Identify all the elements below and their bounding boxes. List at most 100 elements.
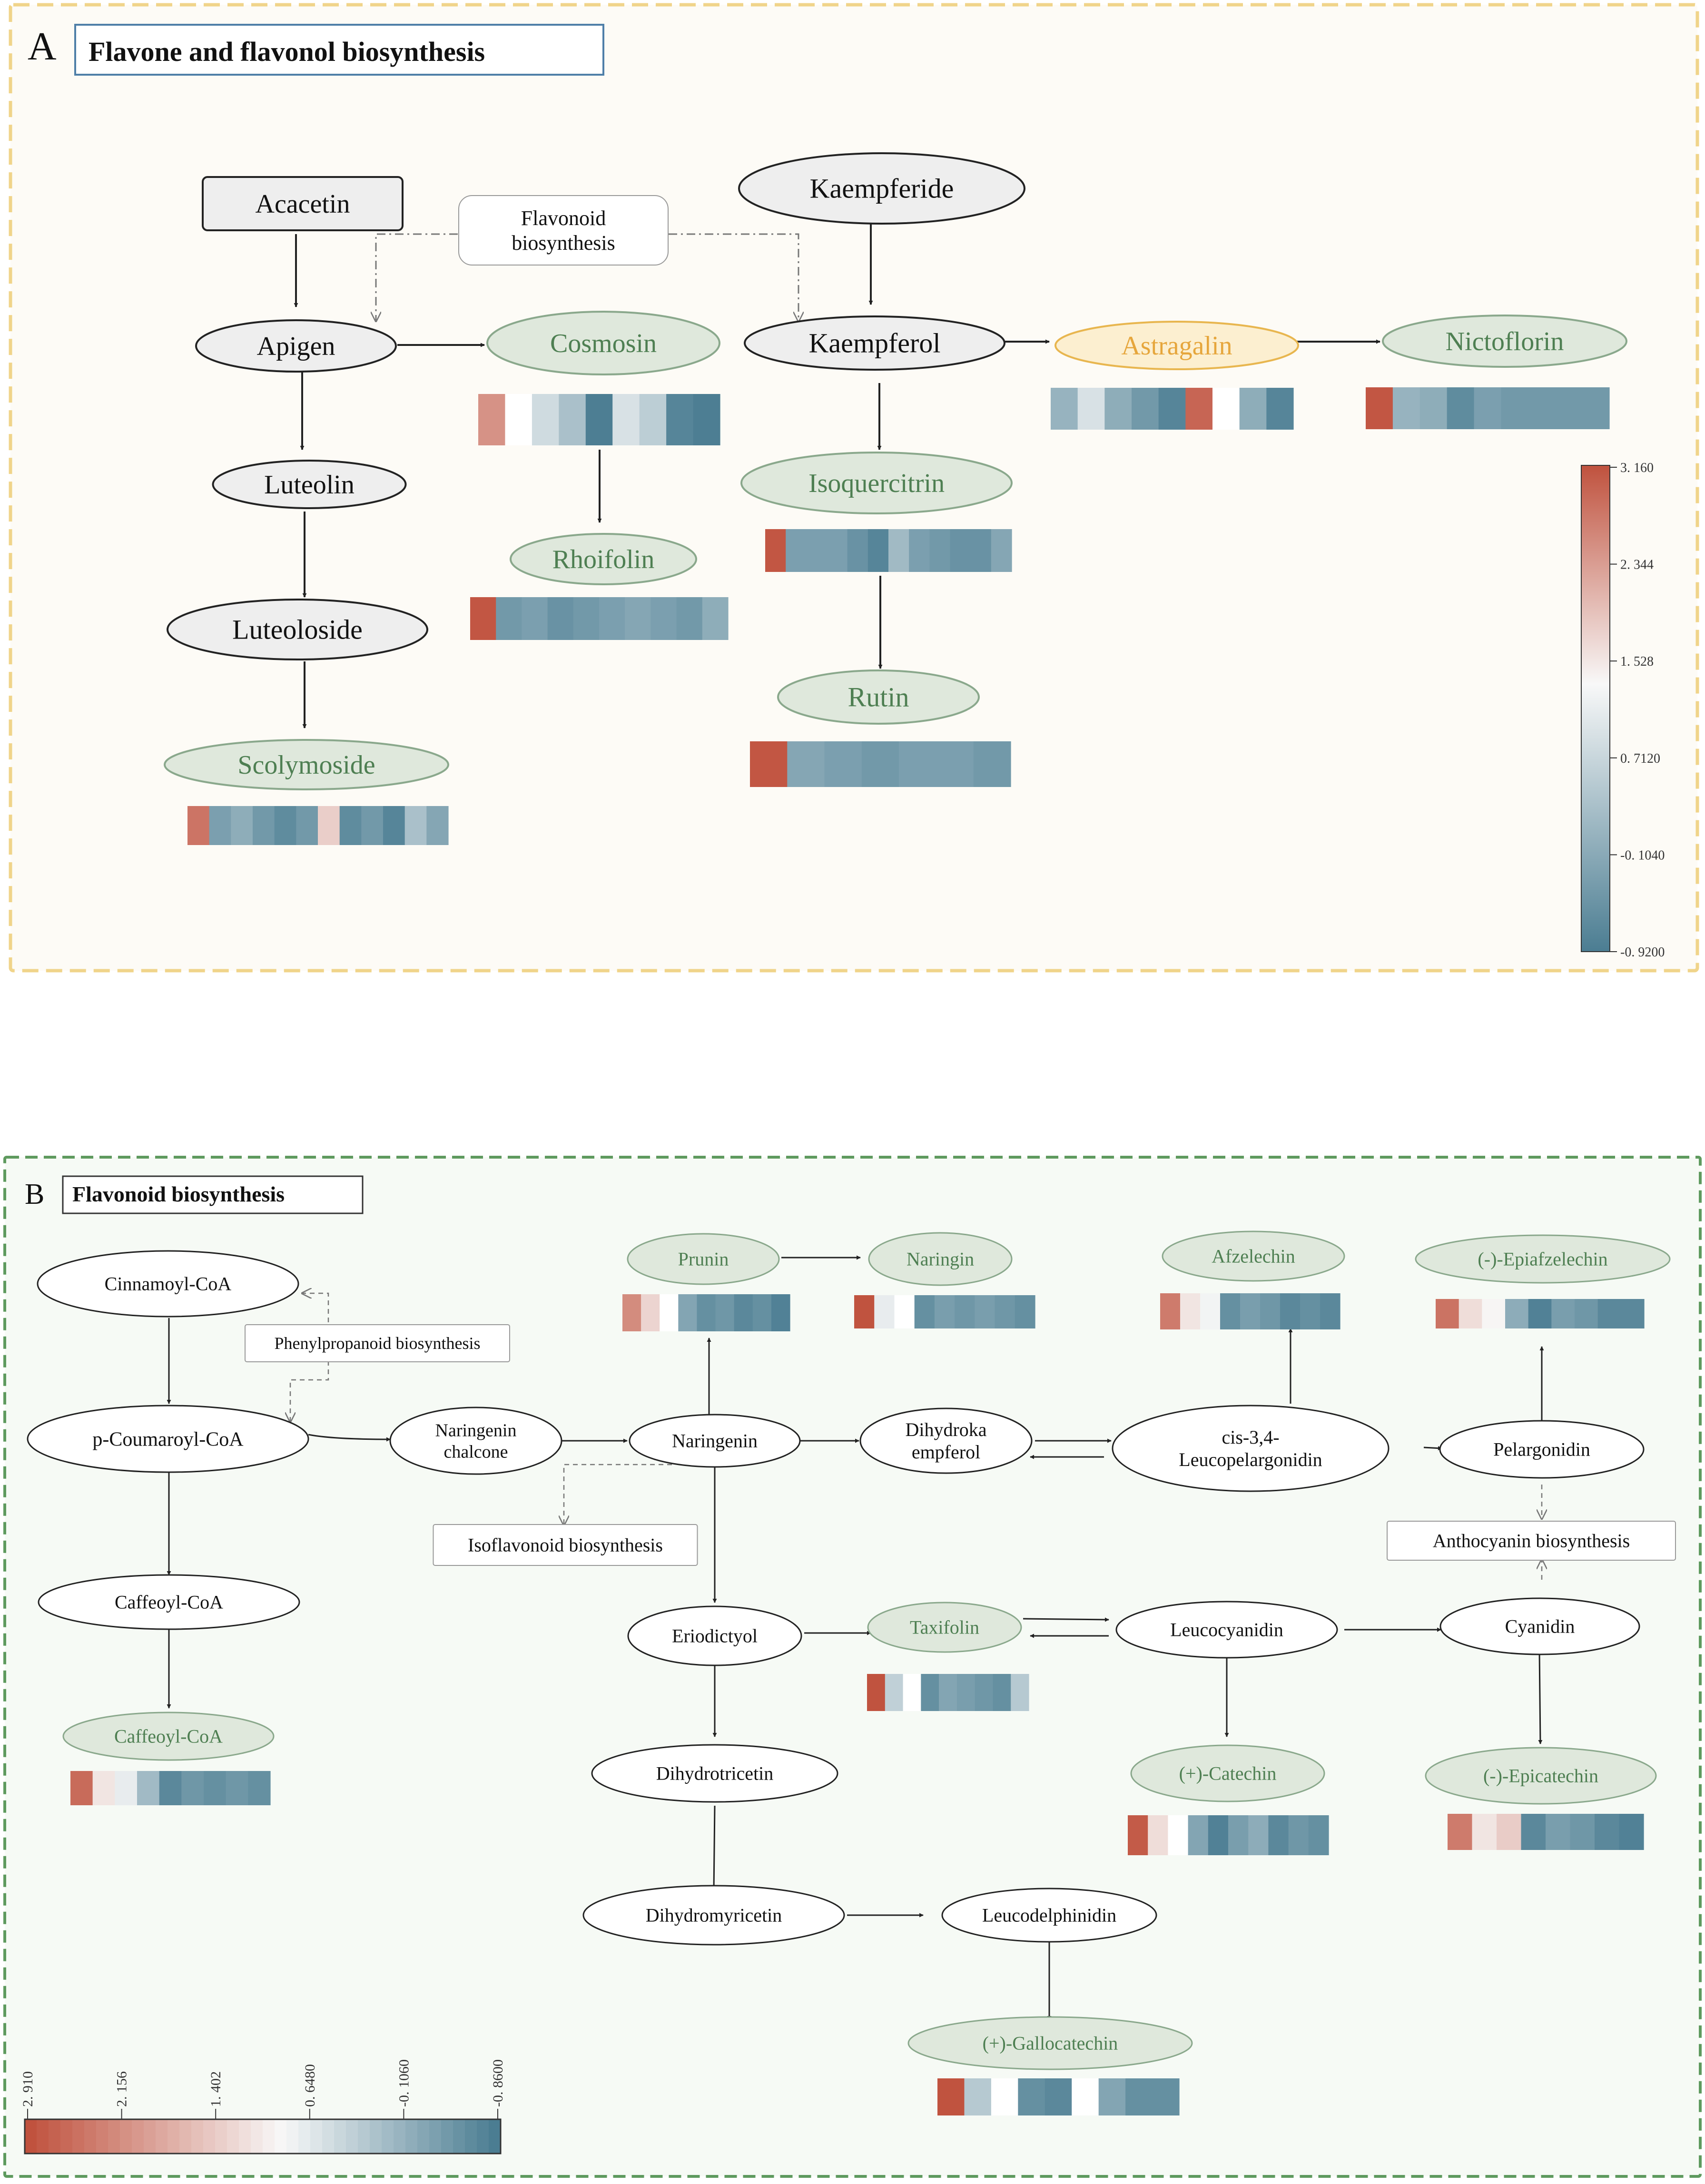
colorbar-cell <box>37 2119 49 2154</box>
colorbar-cell <box>179 2119 192 2154</box>
heatmap-cell <box>894 1295 915 1328</box>
heatmap-cell <box>547 597 574 640</box>
heatmap-cell <box>181 1771 204 1805</box>
heatmap-cell <box>253 806 275 845</box>
heatmap-cell <box>937 2078 965 2115</box>
node-label-line: Cinnamoyl-CoA <box>105 1273 232 1295</box>
node-naringin: Naringin <box>868 1232 1013 1286</box>
node-label-line: cis-3,4- <box>1222 1426 1279 1448</box>
heatmap-cell <box>964 2078 992 2115</box>
heatmap-cell <box>1447 387 1475 429</box>
heatmap-cell <box>1575 1299 1598 1328</box>
colorbar-cell <box>298 2119 311 2154</box>
heatmap-cell <box>854 1295 875 1328</box>
colorbar-tick-label: -0. 8600 <box>490 2059 506 2107</box>
node-label: Isoflavonoid biosynthesis <box>468 1535 663 1556</box>
heatmap-cell <box>585 394 613 445</box>
heatmap-epiafzelechin <box>1436 1299 1645 1328</box>
colorbar-cell <box>132 2119 144 2154</box>
node-label-line: (+)-Gallocatechin <box>983 2033 1118 2054</box>
heatmap-cell <box>478 394 506 445</box>
heatmap-cell <box>1208 1815 1229 1855</box>
node-label: Luteoloside <box>232 614 363 645</box>
heatmap-cell <box>426 806 449 845</box>
node-nictoflorin: Nictoflorin <box>1382 315 1627 368</box>
node-kaempferide: Kaempferide <box>738 152 1025 225</box>
heatmap-cell <box>1555 387 1583 429</box>
colorbar-cell <box>310 2119 323 2154</box>
node-shape <box>1415 1234 1671 1284</box>
heatmap-cell <box>678 1294 698 1331</box>
heatmap-cell <box>1015 1295 1035 1328</box>
node-label-line: Caffeoyl-CoA <box>115 1592 223 1613</box>
node-label: cis-3,4-Leucopelargonidin <box>1179 1426 1322 1470</box>
node-label-line: Phenylpropanoid biosynthesis <box>275 1334 481 1353</box>
heatmap-cell <box>1308 1815 1329 1855</box>
heatmap-cell <box>921 1674 939 1711</box>
node-label-line: Cyanidin <box>1505 1616 1575 1637</box>
node-shape <box>62 1712 275 1761</box>
node-label: Afzelechin <box>1212 1246 1295 1267</box>
colorbar-cell <box>108 2119 120 2154</box>
colorbar-cell <box>405 2119 418 2154</box>
heatmap-cell <box>975 1295 995 1328</box>
node-label: Astragalin <box>1121 331 1232 361</box>
heatmap-cell <box>1497 1814 1522 1850</box>
node-shape <box>202 176 404 231</box>
node-shape <box>859 1407 1033 1474</box>
node-shape <box>1425 1747 1657 1805</box>
heatmap-taxifolin <box>867 1674 1029 1711</box>
node-shape <box>212 460 407 509</box>
colorbar-cell <box>429 2119 442 2154</box>
node-luteolin: Luteolin <box>212 460 407 509</box>
colorbar-tick-label: 0. 7120 <box>1620 751 1660 766</box>
heatmap-cell <box>522 597 548 640</box>
node-label-line: Afzelechin <box>1212 1246 1295 1267</box>
node-label: (+)-Catechin <box>1179 1763 1277 1784</box>
heatmap-cell <box>1158 388 1186 430</box>
node-leucocyanidin: Leucocyanidin <box>1115 1601 1338 1659</box>
heatmap-cell <box>676 597 703 640</box>
heatmap-cell <box>1528 1299 1552 1328</box>
node-rutin: Rutin <box>777 669 980 725</box>
heatmap-cell <box>939 1674 957 1711</box>
heatmap-cell <box>693 394 720 445</box>
node-label-line: Prunin <box>678 1249 729 1270</box>
heatmap-cell <box>1268 1815 1289 1855</box>
heatmap-cell <box>361 806 384 845</box>
colorbar-cell <box>203 2119 216 2154</box>
node-shape <box>738 152 1025 225</box>
panel-b-edges <box>167 1255 1542 2020</box>
node-label: Pelargonidin <box>1493 1439 1590 1460</box>
colorbar-cell <box>263 2119 275 2154</box>
heatmap-cell <box>318 806 340 845</box>
heatmap-cell <box>1152 2078 1180 2115</box>
colorbar-tick-label: -0. 9200 <box>1620 945 1665 960</box>
edge-dashed <box>302 1293 329 1339</box>
heatmap-cell <box>1528 387 1556 429</box>
heatmap-cell <box>885 1674 904 1711</box>
node-label-line: Cosmosin <box>550 329 657 358</box>
node-cinnamoyl: Cinnamoyl-CoA <box>37 1250 299 1318</box>
heatmap-cell <box>496 597 522 640</box>
heatmap-cell <box>909 529 930 572</box>
heatmap-cell <box>187 806 210 845</box>
node-label: Caffeoyl-CoA <box>114 1726 223 1747</box>
heatmap-cell <box>612 394 640 445</box>
heatmap-cell <box>1546 1814 1571 1850</box>
heatmap-naringin <box>854 1295 1035 1328</box>
heatmap-cell <box>903 1674 921 1711</box>
node-catechin: (+)-Catechin <box>1130 1744 1325 1802</box>
heatmap-cell <box>929 529 951 572</box>
heatmap-cell <box>1220 1293 1241 1329</box>
heatmap-cell <box>1392 387 1420 429</box>
colorbar-tick-label: -0. 1040 <box>1620 848 1665 863</box>
node-isoflavonoid: Isoflavonoid biosynthesis <box>433 1524 698 1566</box>
node-luteoloside: Luteoloside <box>167 599 428 660</box>
node-shape <box>167 599 428 660</box>
heatmap-cell <box>1621 1299 1645 1328</box>
